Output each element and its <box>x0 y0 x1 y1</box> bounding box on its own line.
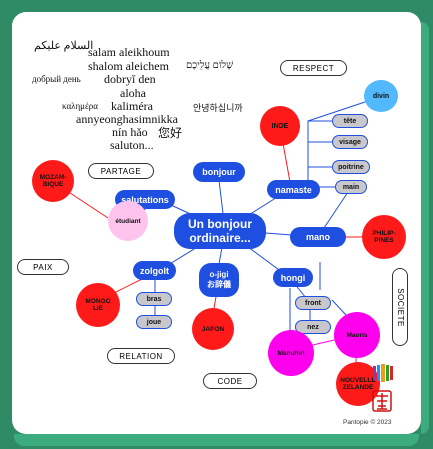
theme-partage: PARTAGE <box>88 163 154 179</box>
country-japon: JAPON <box>192 308 234 350</box>
greeting-hebrew-latin: shalom aleichem <box>88 59 169 73</box>
greeting-russian: добрый день <box>32 74 81 84</box>
country-mongolie: MONGO LIE <box>76 283 120 327</box>
greeting-aloha: aloha <box>120 86 146 100</box>
node-ojigi: o-jigi お辞儀 <box>199 263 239 297</box>
node-divin: divin <box>364 80 398 112</box>
country-inde: INDE <box>260 106 300 146</box>
frame-right-edge <box>421 22 429 434</box>
part-bras: bras <box>136 292 172 306</box>
theme-code: CODE <box>203 373 257 389</box>
copyright-text: Pantopie © 2023 <box>343 419 392 426</box>
greeting-arabic-latin: salam aleikhoum <box>88 45 170 59</box>
node-ojigi-latin: o-jigi <box>209 270 229 279</box>
node-etudiant: étudiant <box>108 201 148 241</box>
part-joue: joue <box>136 315 172 329</box>
node-manuhiri: Manuhiri <box>268 330 314 376</box>
greeting-korean-latin: annyeonghasimnikka <box>76 112 178 126</box>
node-mano: mano <box>290 227 346 247</box>
kanji-stamp-icon <box>372 390 392 412</box>
part-nez: nez <box>295 320 331 334</box>
node-maoris: Maoris <box>334 312 380 358</box>
greeting-hebrew: שָׁלוֹם עֲלֵיכֶם <box>186 60 234 71</box>
node-zolgolt: zolgolt <box>133 261 176 280</box>
greeting-russian-latin: dobryĭ den <box>104 72 156 86</box>
greeting-saluton: saluton... <box>110 138 154 152</box>
wikipedia-logo-icon <box>372 362 394 384</box>
country-mozambique: MOZAM- BIQUE <box>32 160 74 202</box>
frame-bottom-edge <box>14 434 419 446</box>
greeting-chinese: 您好 <box>158 126 183 140</box>
theme-societe-label: SOCIETE <box>395 287 405 327</box>
part-visage: visage <box>332 135 368 149</box>
theme-societe: SOCIETE <box>392 268 408 346</box>
part-front: front <box>295 296 331 310</box>
greeting-greek: καλημέρα <box>62 101 98 111</box>
part-main: main <box>335 180 367 194</box>
greeting-chinese-latin: nín hǎo <box>112 125 148 139</box>
country-philippines: PHILIP- PINES <box>362 215 406 259</box>
greeting-greek-latin: kaliméra <box>111 99 153 113</box>
greeting-arabic: السلام عليكم <box>34 40 94 52</box>
theme-respect: RESPECT <box>280 60 347 76</box>
node-hongi: hongi <box>273 268 313 287</box>
node-namaste: namaste <box>267 180 320 199</box>
node-center: Un bonjour ordinaire... <box>174 213 266 249</box>
node-ojigi-japanese: お辞儀 <box>207 280 231 289</box>
theme-relation: RELATION <box>107 348 175 364</box>
part-tete: tête <box>332 114 368 128</box>
part-poitrine: poitrine <box>332 160 370 174</box>
greeting-korean: 안녕하십니까 <box>193 103 243 113</box>
node-bonjour: bonjour <box>193 162 245 182</box>
theme-paix: PAIX <box>17 259 69 275</box>
